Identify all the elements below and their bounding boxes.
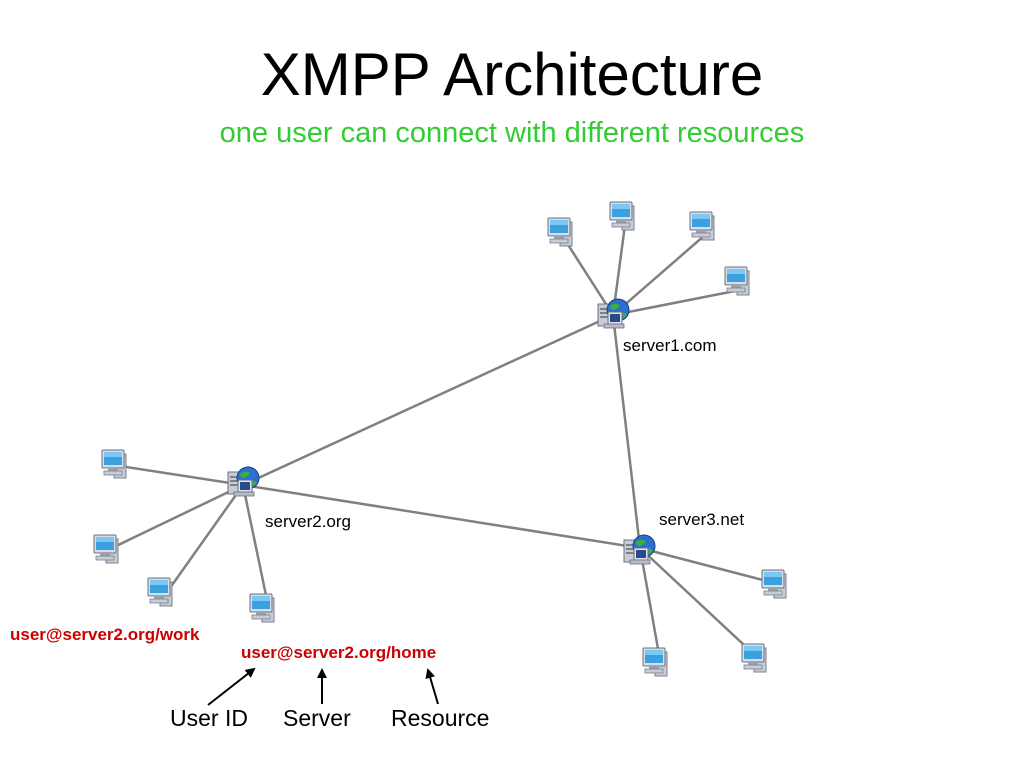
server-globe-icon (227, 466, 260, 497)
computer-icon (547, 217, 573, 247)
link-server1-server3 (611, 314, 642, 549)
computer-icon (147, 577, 173, 607)
address-arrows (207, 667, 439, 706)
computer-icon (741, 643, 767, 673)
computer-icon (249, 593, 275, 623)
address-home: user@server2.org/home (241, 643, 437, 662)
link-server2-server3 (242, 483, 641, 550)
part-user-id: User ID (170, 705, 248, 731)
computer-icon (609, 201, 635, 231)
computer-icon (93, 534, 119, 564)
part-server: Server (283, 705, 351, 731)
link-server2-server1 (242, 313, 614, 487)
computer-icon (642, 647, 668, 677)
server3-client-links (638, 546, 779, 661)
server1-label: server1.com (623, 336, 717, 355)
server3-label: server3.net (659, 510, 745, 529)
arrow-resource (425, 668, 439, 705)
address-work: user@server2.org/work (10, 625, 200, 644)
server2-client-links (111, 464, 270, 606)
computer-icon (761, 569, 787, 599)
computer-icon (101, 449, 127, 479)
slide-title: XMPP Architecture (260, 41, 764, 108)
slide-subtitle: one user can connect with different reso… (219, 117, 805, 149)
server-globe-icon (623, 534, 656, 565)
computer-icon (689, 211, 715, 241)
server2-label: server2.org (265, 512, 351, 531)
computer-icon (724, 266, 750, 296)
server-globe-icon (597, 298, 630, 329)
arrow-user-id (207, 667, 256, 706)
part-resource: Resource (391, 705, 490, 731)
server-links (242, 313, 642, 550)
